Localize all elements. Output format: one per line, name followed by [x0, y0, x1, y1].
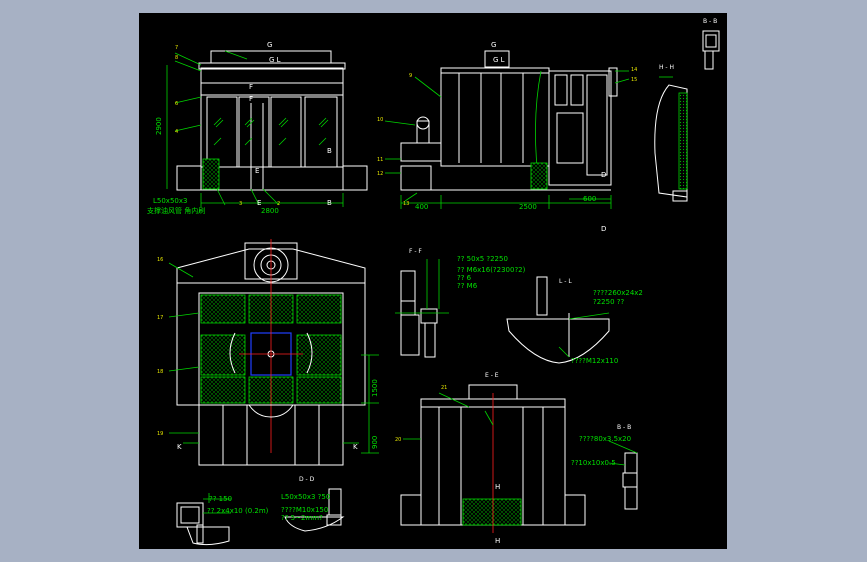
balloon-2: 2 [277, 201, 280, 207]
section-gl-label: G L [269, 56, 281, 64]
assembly-drawing: G G L F F B E E B 2900 2800 L50x50x3 支撑油… [147, 18, 720, 546]
side-2500-dim: 2500 [519, 203, 537, 211]
side-d-label: D [601, 171, 606, 179]
ff-note-1: ?? 50x5 ?2250 [457, 255, 508, 263]
plan-k-right-label: K [353, 443, 358, 451]
balloon-17: 17 [157, 315, 163, 321]
section-ff-title: F - F [409, 248, 422, 255]
balloon-20: 20 [395, 437, 401, 443]
bb-note-1: ????80x3.5x20 [579, 435, 631, 443]
plan-k-left-label: K [177, 443, 182, 451]
section-dd-view: D - D L50x50x3 ?50 ????M10x150 ?? 5~2mm? [281, 476, 345, 532]
front-height-dim: 2900 [155, 117, 163, 135]
section-dd-title: D - D [299, 476, 315, 483]
balloon-18: 18 [157, 369, 163, 375]
balloon-16: 16 [157, 257, 163, 263]
plan-1500-dim: 1500 [371, 379, 379, 397]
bl-note-1: ?? 150 [209, 495, 232, 503]
section-hh-title: H - H [659, 64, 674, 71]
side-elevation-view: G G L D D 400 2500 600 9 10 11 12 13 14 … [377, 41, 637, 233]
section-hh-view: H - H [654, 64, 688, 202]
ll-note-2: ?2250 ?? [593, 298, 624, 306]
section-e-label: E [255, 167, 259, 175]
dd-note-2: ????M10x150 [281, 506, 328, 514]
balloon-14: 14 [631, 67, 637, 73]
ll-note-1: ????260x24x2 [593, 289, 643, 297]
side-g-label: G [491, 41, 496, 49]
drawing-sheet: G G L F F B E E B 2900 2800 L50x50x3 支撑油… [139, 13, 727, 549]
bl-note-2: ?? 2x4x10 (0.2m) [207, 507, 269, 515]
plan-900-dim: 900 [371, 436, 379, 449]
side-400-dim: 400 [415, 203, 428, 211]
balloon-6: 6 [175, 101, 178, 107]
balloon-12: 12 [377, 171, 383, 177]
front-note-1: L50x50x3 [153, 197, 187, 205]
balloon-15: 15 [631, 77, 637, 83]
section-f-label: F [249, 83, 253, 91]
ff-note-4: ?? M6 [457, 282, 478, 290]
section-f2-label: F [249, 95, 253, 103]
section-ll-view: L - L ????260x24x2 ?2250 ?? ????M12x110 [506, 276, 643, 365]
plan-view: K K 1500 900 16 17 18 19 [157, 239, 379, 466]
front-note-2: 支撑油风管 角内刷 [147, 206, 205, 215]
balloon-4: 4 [175, 129, 178, 135]
bb-note-2: ??10x10x0.5 [571, 459, 616, 467]
section-bb-right-title: B - B [617, 424, 631, 431]
balloon-8: 8 [175, 55, 178, 61]
front-elevation-view: G G L F F B E E B 2900 2800 L50x50x3 支撑油… [147, 41, 368, 215]
ll-note-3: ????M12x110 [571, 357, 618, 365]
ff-note-3: ?? 6 [457, 274, 472, 282]
dd-note-1: L50x50x3 ?50 [281, 493, 330, 501]
balloon-3: 3 [239, 201, 242, 207]
balloon-13: 13 [403, 201, 409, 207]
dd-note-3: ?? 5~2mm? [281, 514, 323, 522]
section-bb-top-view: B - B [702, 18, 720, 70]
balloon-9: 9 [409, 73, 412, 79]
rear-h-bottom-label: H [495, 537, 500, 545]
section-bb-top-title: B - B [703, 18, 717, 25]
section-ff-view: F - F ?? 50x5 ?2250 ?? M6x16(?2300?2) ??… [395, 248, 526, 358]
ff-note-2: ?? M6x16(?2300?2) [457, 266, 526, 274]
side-d2-label: D [601, 225, 606, 233]
section-e2-label: E [257, 199, 261, 207]
balloon-11: 11 [377, 157, 383, 163]
section-ee-title: E - E [485, 372, 499, 379]
bottom-left-detail-view: ?? 150 ?? 2x4x10 (0.2m) [176, 493, 269, 546]
rear-elevation-view: E - E H H 20 21 [395, 372, 586, 545]
side-600-dim: 600 [583, 195, 596, 203]
balloon-7: 7 [175, 45, 178, 51]
balloon-19: 19 [157, 431, 163, 437]
balloon-21: 21 [441, 385, 447, 391]
rear-h-top-label: H [495, 483, 500, 491]
section-g-label: G [267, 41, 272, 49]
section-ll-title: L - L [559, 278, 572, 285]
front-width-dim: 2800 [261, 207, 279, 215]
balloon-10: 10 [377, 117, 383, 123]
side-gl-label: G L [493, 56, 505, 64]
section-b2-label: B [327, 199, 332, 207]
section-bb-right-view: B - B ????80x3.5x20 ??10x10x0.5 [571, 424, 638, 510]
section-b-label: B [327, 147, 332, 155]
